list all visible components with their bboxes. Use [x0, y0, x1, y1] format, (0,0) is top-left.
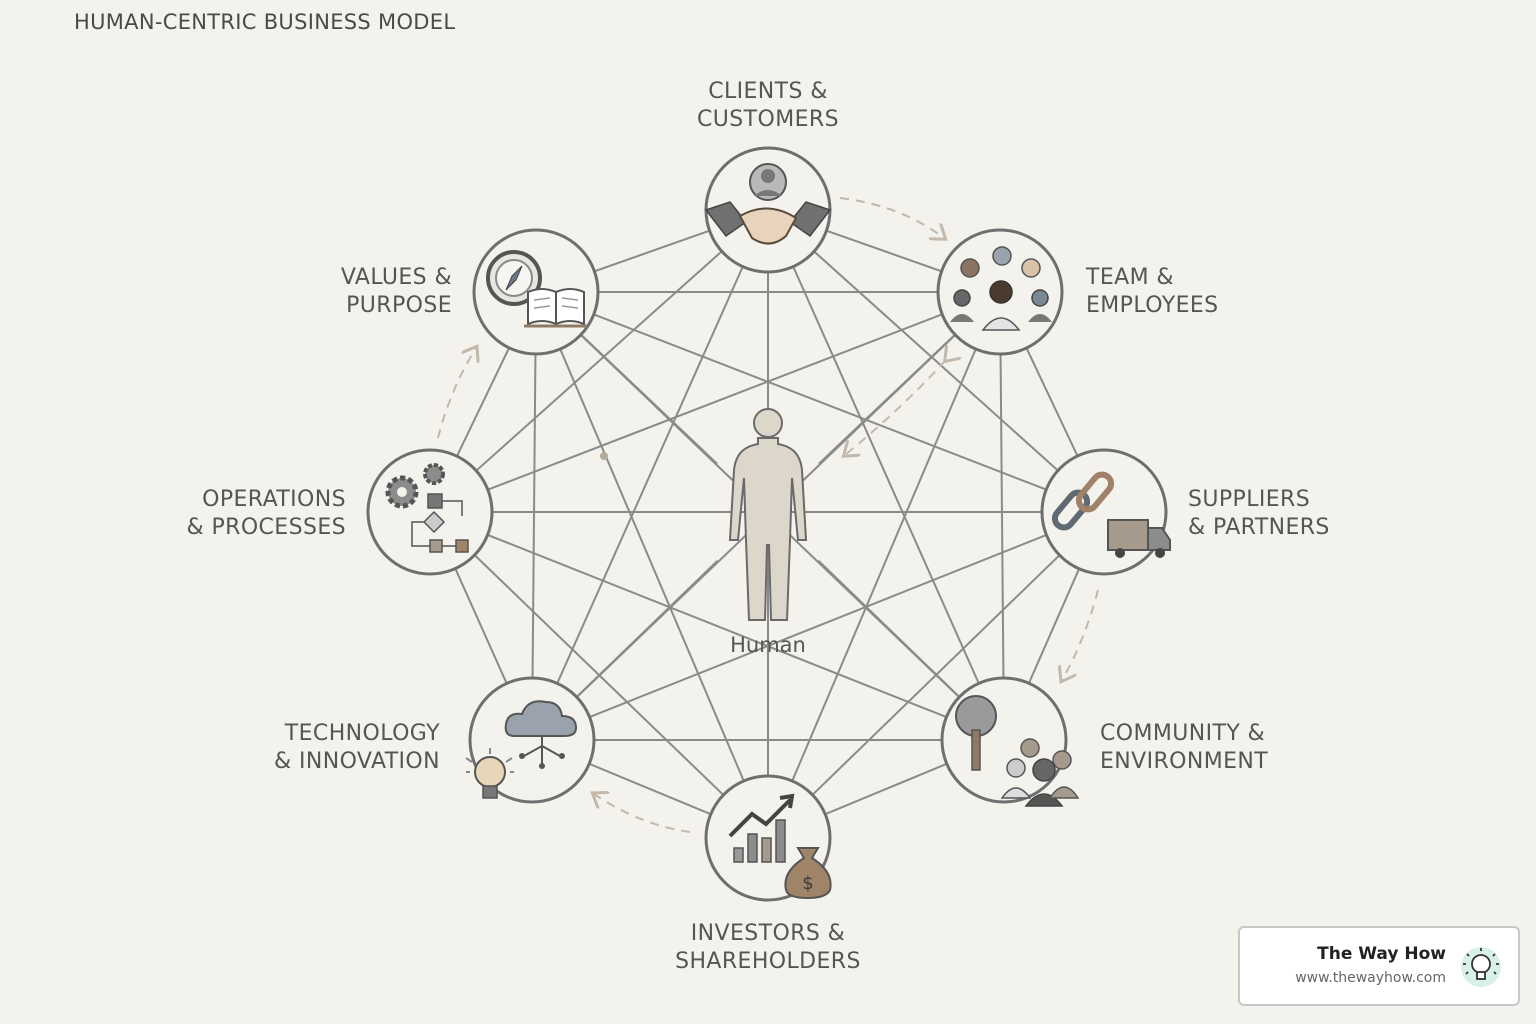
flow-arrow-operations-to-values: [437, 348, 476, 439]
connection-line-clients-operations: [475, 250, 723, 472]
connection-line-team-suppliers: [1025, 347, 1079, 457]
connection-line-team-operations: [487, 313, 943, 491]
connection-line-technology-human: [575, 559, 719, 698]
connection-line-clients-technology: [556, 266, 744, 684]
node-technology: [465, 676, 596, 804]
cloud-lightbulb-icon: [465, 700, 578, 799]
connection-line-investors-technology: [588, 762, 712, 816]
connection-line-clients-team: [826, 229, 942, 273]
connection-line-community-human: [817, 559, 961, 698]
center-label: Human: [730, 633, 806, 657]
connection-line-clients-values: [594, 229, 710, 273]
flow-arrows: [437, 197, 1099, 833]
connection-lines: [454, 229, 1081, 816]
label-operations: OPERATIONS & PROCESSES: [186, 487, 346, 540]
node-investors: $: [704, 774, 832, 902]
connection-line-operations-values: [456, 347, 510, 457]
connection-line-technology-values: [531, 353, 537, 679]
team-icon: [950, 246, 1052, 331]
flow-arrow-investors-to-technology: [594, 794, 691, 833]
lightbulb-icon: [1461, 947, 1501, 987]
connection-line-technology-operations: [454, 568, 508, 684]
label-community: COMMUNITY & ENVIRONMENT: [1100, 721, 1269, 774]
connection-line-clients-community: [792, 266, 980, 684]
flow-arrow-suppliers-to-community: [1062, 589, 1099, 680]
label-investors: INVESTORS & SHAREHOLDERS: [675, 921, 861, 974]
brand-url[interactable]: www.thewayhow.com: [1295, 970, 1446, 986]
brand-card[interactable]: The Way How www.thewayhow.com: [1238, 926, 1520, 1006]
connection-line-community-investors: [824, 762, 948, 816]
flow-arrow-clients-to-team: [839, 197, 944, 238]
node-values: [472, 228, 600, 356]
path-dot: [600, 452, 608, 460]
node-team: [936, 228, 1064, 356]
node-clients: [704, 146, 832, 274]
gears-flowchart-icon: [385, 463, 469, 553]
tree-people-icon: [955, 695, 1080, 807]
label-team: TEAM & EMPLOYEES: [1086, 265, 1219, 318]
compass-book-icon: [486, 250, 588, 328]
label-clients: CLIENTS & CUSTOMERS: [697, 79, 839, 132]
connection-line-community-operations: [487, 533, 947, 719]
label-suppliers: SUPPLIERS & PARTNERS: [1188, 487, 1330, 540]
label-values: VALUES & PURPOSE: [340, 265, 452, 318]
handshake-icon: [704, 163, 832, 245]
connection-line-suppliers-values: [593, 313, 1047, 491]
svg-text:$: $: [802, 873, 813, 894]
node-operations: [366, 448, 494, 576]
flow-arrow-team-to-human: [845, 360, 946, 455]
chain-truck-icon: [1051, 471, 1171, 558]
label-technology: TECHNOLOGY & INNOVATION: [274, 721, 440, 774]
node-suppliers: [1040, 448, 1171, 576]
human-figure-icon: [728, 408, 808, 621]
brand-name: The Way How: [1317, 944, 1446, 964]
page-title: HUMAN-CENTRIC BUSINESS MODEL: [74, 10, 456, 34]
connection-line-investors-values: [559, 348, 745, 782]
connection-line-suppliers-technology: [589, 534, 1047, 718]
connection-line-suppliers-community: [1027, 568, 1081, 684]
growth-chart-money-bag-icon: $: [728, 793, 832, 900]
connection-line-values-human: [580, 333, 718, 465]
connection-line-team-community: [999, 353, 1005, 679]
node-community: [940, 676, 1080, 807]
